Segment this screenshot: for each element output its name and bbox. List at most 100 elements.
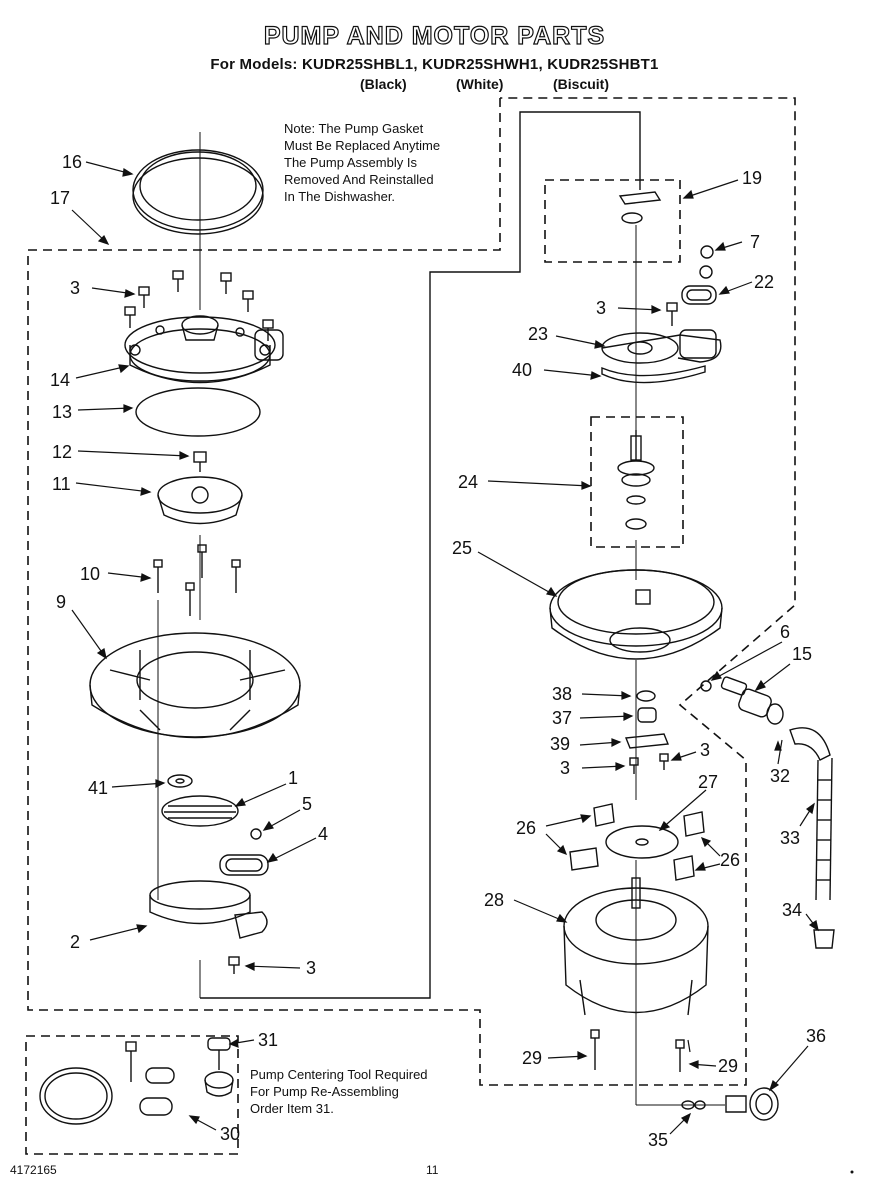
drain-cap	[725, 1087, 779, 1121]
cover-plate	[601, 329, 722, 364]
callout-3-e: 3	[560, 758, 570, 778]
callout-31: 31	[258, 1030, 278, 1050]
motor-bolt-left	[590, 1029, 600, 1070]
callout-12: 12	[52, 442, 72, 462]
callout-40: 40	[512, 360, 532, 380]
screw-mid	[666, 302, 678, 326]
callout-1: 1	[288, 768, 298, 788]
callout-10: 10	[80, 564, 100, 584]
motor	[563, 877, 709, 1016]
motor-mount	[549, 569, 723, 660]
screw-bottom	[228, 956, 240, 974]
check-ball	[250, 828, 262, 840]
callout-34: 34	[782, 900, 802, 920]
page-title: PUMP AND MOTOR PARTS	[263, 21, 606, 50]
page-number: 11	[426, 1163, 439, 1177]
motor-clip-2	[569, 847, 599, 871]
motor-bolt-right	[675, 1039, 685, 1072]
leader-lines	[71, 161, 819, 1135]
callout-9: 9	[56, 592, 66, 612]
center-axis-right	[635, 225, 725, 1106]
o-ring	[636, 690, 656, 702]
callout-15: 15	[792, 644, 812, 664]
corner-mark	[850, 1170, 854, 1174]
strainer-bracket	[149, 880, 268, 939]
wire-clip	[618, 191, 662, 224]
callout-7: 7	[750, 232, 760, 252]
callout-28: 28	[484, 890, 504, 910]
motor-clip-3	[683, 811, 705, 837]
model-list: For Models: KUDR25SHBL1, KUDR25SHWH1, KU…	[210, 56, 659, 73]
rotor-disk	[605, 825, 679, 859]
callout-labels: 16 17 3 14 13 12 11 10 9 41 1 5 4 2 3 31…	[50, 152, 826, 1150]
callout-4: 4	[318, 824, 328, 844]
callout-3-a: 3	[70, 278, 80, 298]
callout-33: 33	[780, 828, 800, 848]
bushing	[637, 707, 657, 723]
callout-3-b: 3	[306, 958, 316, 978]
callout-14: 14	[50, 370, 70, 390]
callout-17: 17	[50, 188, 70, 208]
frame-line	[200, 111, 641, 999]
drain-valve	[720, 676, 784, 725]
callout-13: 13	[52, 402, 72, 422]
callout-11: 11	[52, 474, 71, 494]
callout-39: 39	[550, 734, 570, 754]
callout-3-d: 3	[700, 740, 710, 760]
callout-30: 30	[220, 1124, 240, 1144]
small-ball	[700, 680, 712, 692]
repair-kit	[39, 1041, 175, 1125]
callout-38: 38	[552, 684, 572, 704]
group-outline-pump	[25, 97, 796, 1155]
screw-set-top	[124, 270, 274, 341]
cover-gasket	[601, 365, 706, 384]
callout-2: 2	[70, 932, 80, 952]
motor-clip-1	[593, 803, 615, 827]
hose-seal	[681, 285, 717, 305]
callout-19: 19	[742, 168, 762, 188]
callout-41: 41	[88, 778, 108, 798]
callout-36: 36	[806, 1026, 826, 1046]
seal-gasket	[219, 854, 269, 876]
callout-26-a: 26	[516, 818, 536, 838]
housing-gasket	[135, 387, 261, 437]
impeller	[157, 476, 243, 525]
document-number: 4172165	[10, 1163, 57, 1177]
hose-elbow	[789, 727, 831, 761]
callout-37: 37	[552, 708, 572, 728]
callout-29-a: 29	[522, 1048, 542, 1068]
color-black: (Black)	[360, 76, 407, 92]
callout-29-b: 29	[718, 1056, 738, 1076]
callout-32: 32	[770, 766, 790, 786]
pump-gasket-note: Note: The Pump Gasket Must Be Replaced A…	[284, 121, 441, 204]
pump-gasket	[132, 149, 264, 235]
callout-24: 24	[458, 472, 478, 492]
washer	[167, 774, 193, 788]
callout-25: 25	[452, 538, 472, 558]
callout-23: 23	[528, 324, 548, 344]
ball-upper	[700, 245, 714, 259]
shaft-seal-assembly	[617, 430, 655, 530]
callout-22: 22	[754, 272, 774, 292]
filter-screen	[161, 795, 239, 827]
centering-tool	[204, 1037, 234, 1097]
color-white: (White)	[456, 76, 504, 92]
mount-bracket	[625, 733, 669, 749]
impeller-nut	[193, 451, 207, 472]
screw-pair-lower	[629, 753, 669, 774]
hose-end	[813, 929, 835, 949]
center-axis-left	[157, 132, 201, 998]
callout-27: 27	[698, 772, 718, 792]
motor-clip-4	[673, 855, 695, 881]
callout-5: 5	[302, 794, 312, 814]
drain-fitting	[681, 1100, 706, 1110]
bolt-set	[153, 544, 241, 616]
ball-lower	[699, 265, 713, 279]
callout-3-c: 3	[596, 298, 606, 318]
callout-6: 6	[780, 622, 790, 642]
pump-housing	[124, 315, 284, 384]
callout-26-b: 26	[720, 850, 740, 870]
drain-hose	[815, 757, 833, 901]
callout-16: 16	[62, 152, 82, 172]
